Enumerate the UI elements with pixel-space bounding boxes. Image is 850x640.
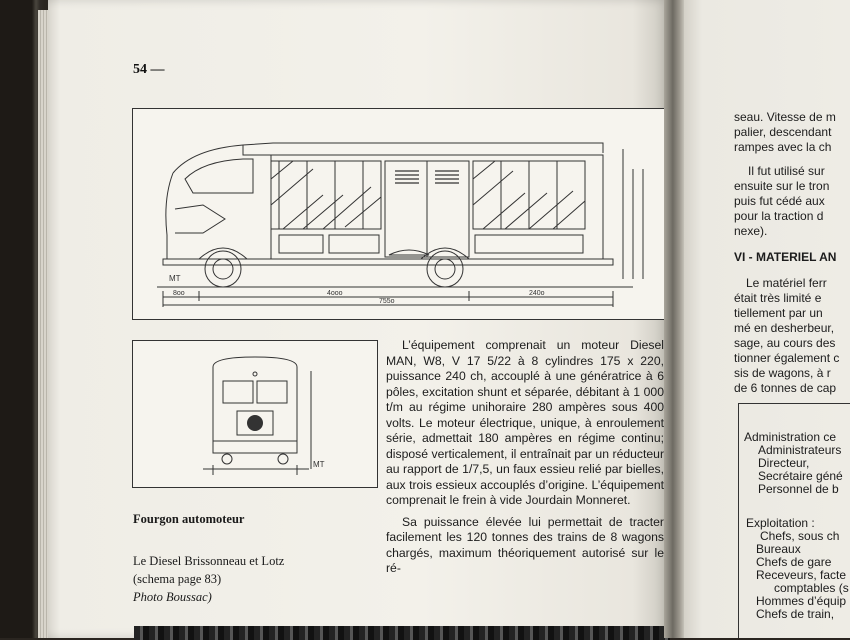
right-line-11: tiellement par un xyxy=(734,306,823,320)
end-drawing-label-mt: MT xyxy=(313,460,325,469)
hatched-panels xyxy=(270,160,586,230)
drawing-label-mt: MT xyxy=(169,274,181,283)
right-line-15: sis de wagons, à r xyxy=(734,366,831,380)
right-line-3: rampes avec la ch xyxy=(734,140,832,154)
page-number: 54 — xyxy=(133,62,165,77)
caption-fourgon: Fourgon automoteur xyxy=(133,512,245,526)
right-line-8: nexe). xyxy=(734,224,768,238)
right-line-6: puis fut cédé aux xyxy=(734,194,825,208)
right-page xyxy=(684,0,850,638)
page-edges xyxy=(38,10,50,638)
right-line-16: de 6 tonnes de cap xyxy=(734,381,837,395)
caption-diesel: Le Diesel Brissonneau et Lotz xyxy=(133,554,285,568)
dim-label-b: 4ooo xyxy=(327,290,343,297)
wheels xyxy=(198,247,470,288)
railcar-side-drawing: MT 8oo 4ooo 240o 755o xyxy=(132,108,668,320)
right-line-7: pour la traction d xyxy=(734,209,824,223)
right-line-1: seau. Vitesse de m xyxy=(734,110,836,124)
right-line-13: sage, au cours des xyxy=(734,336,836,350)
dim-label-a: 8oo xyxy=(173,290,185,297)
caption-photo: Photo Boussac) xyxy=(133,590,212,604)
paragraph-power: Sa puissance élevée lui permettait de tr… xyxy=(386,514,664,576)
right-line-4: Il fut utilisé sur xyxy=(748,164,825,178)
box-line-9: Chefs de gare xyxy=(756,555,832,569)
right-line-10: était très limité e xyxy=(734,291,822,305)
box-line-1: Administration ce xyxy=(744,430,837,444)
right-page-text: seau. Vitesse de m palier, descendant ra… xyxy=(684,0,850,638)
dim-label-total: 755o xyxy=(379,298,395,305)
right-line-14: tionner également c xyxy=(734,351,840,365)
caption-schema: (schema page 83) xyxy=(133,572,222,586)
book-gutter xyxy=(664,0,686,638)
right-line-5: ensuite sur le tron xyxy=(734,179,830,193)
right-heading: VI - MATERIEL AN xyxy=(734,250,837,264)
right-line-2: palier, descendant xyxy=(734,125,832,139)
photo-strip xyxy=(134,626,670,640)
right-line-12: mé en desherbeur, xyxy=(734,321,835,335)
box-line-8: Bureaux xyxy=(756,542,801,556)
box-line-6: Exploitation : xyxy=(746,516,815,530)
railcar-end-svg: MT xyxy=(203,356,325,475)
box-line-13: Chefs de train, xyxy=(756,607,835,621)
box-line-4: Secrétaire géné xyxy=(758,469,843,483)
paragraph-equipment: L’équipement comprenait un moteur Diesel… xyxy=(386,338,664,507)
dim-label-c: 240o xyxy=(529,290,545,297)
box-line-10: Receveurs, facte xyxy=(756,568,847,582)
personnel-table-box xyxy=(738,403,850,638)
railcar-end-drawing: MT xyxy=(132,340,378,488)
box-line-2: Administrateurs xyxy=(758,443,842,457)
box-line-12: Hommes d’équip xyxy=(756,594,847,608)
right-line-9: Le matériel ferr xyxy=(746,276,827,290)
box-line-11: comptables (s xyxy=(774,581,849,595)
box-line-5: Personnel de b xyxy=(758,482,839,496)
railcar-side-svg: MT 8oo 4ooo 240o 755o xyxy=(157,142,644,307)
box-line-7: Chefs, sous ch xyxy=(760,529,840,543)
body-text-column: L’équipement comprenait un moteur Diesel… xyxy=(386,338,664,577)
box-line-3: Directeur, xyxy=(758,456,810,470)
